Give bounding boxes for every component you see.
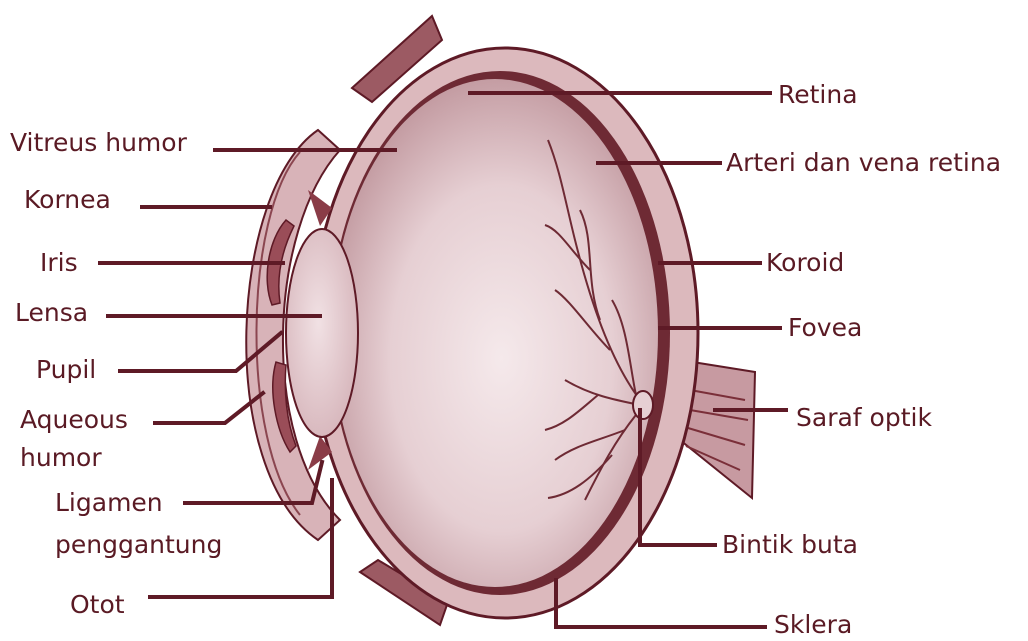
- label-sklera: Sklera: [774, 610, 852, 640]
- label-vitreus-humor: Vitreus humor: [10, 128, 187, 158]
- label-kornea: Kornea: [24, 185, 111, 215]
- optic-disc: [633, 391, 653, 419]
- label-retina: Retina: [778, 80, 858, 110]
- label-iris: Iris: [40, 248, 78, 278]
- label-aqueous-line1: Aqueous: [20, 405, 128, 435]
- label-ligamen-line1: Ligamen: [55, 488, 163, 518]
- label-ligamen-line2: penggantung: [55, 530, 222, 560]
- label-saraf-optik: Saraf optik: [796, 403, 932, 433]
- label-otot: Otot: [70, 590, 125, 620]
- label-lensa: Lensa: [15, 298, 88, 328]
- label-arteri-dan-vena-retina: Arteri dan vena retina: [726, 148, 1001, 178]
- label-aqueous-line2: humor: [20, 443, 102, 473]
- vitreous-body: [332, 79, 658, 587]
- label-pupil: Pupil: [36, 355, 96, 385]
- lens-shape: [286, 229, 358, 437]
- label-bintik-buta: Bintik buta: [722, 530, 858, 560]
- label-fovea: Fovea: [788, 313, 862, 343]
- label-koroid: Koroid: [766, 248, 844, 278]
- leader-aqueous: [155, 393, 263, 423]
